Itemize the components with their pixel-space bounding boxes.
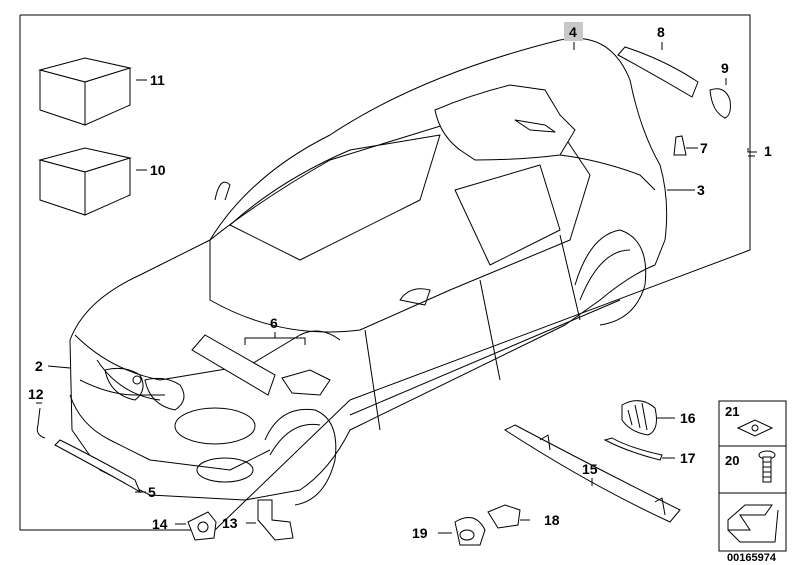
part-front-spoiler-lip	[54, 439, 142, 494]
callout-6: 6	[270, 315, 278, 331]
part-rear-trim-strip	[617, 46, 699, 98]
callout-9: 9	[721, 60, 729, 76]
callout-labels: 1 2 3 4 5 6 7 8 9 10 11 12 13 14 15 16 1…	[28, 24, 777, 564]
callout-12: 12	[28, 386, 44, 402]
callout-3: 3	[697, 182, 705, 198]
hardware-panel	[718, 400, 787, 552]
callout-21: 21	[725, 404, 739, 419]
label-8-background	[648, 22, 673, 41]
callout-11: 11	[150, 72, 165, 88]
callout-18: 18	[544, 512, 560, 528]
part-box-11	[38, 57, 132, 126]
callout-19: 19	[412, 525, 428, 541]
part-fog-cover	[454, 517, 486, 546]
part-bracket-13	[257, 499, 294, 541]
callout-2: 2	[35, 358, 43, 374]
callout-dashes	[677, 147, 755, 191]
callout-7: 7	[700, 140, 708, 156]
callout-10: 10	[150, 162, 166, 178]
part-clip	[673, 135, 687, 156]
label-4-highlight	[564, 22, 583, 41]
callout-8: 8	[657, 24, 665, 40]
part-bumper-carrier	[503, 424, 681, 523]
part-horn-14	[187, 511, 217, 541]
part-fog-bracket	[487, 504, 521, 529]
part-kidney-grille	[621, 400, 657, 436]
callout-15: 15	[582, 461, 598, 477]
car-body	[69, 37, 668, 506]
part-rear-apron	[559, 154, 656, 191]
callout-17: 17	[680, 450, 696, 466]
callout-16: 16	[680, 410, 696, 426]
part-rear-spoiler	[434, 84, 576, 161]
part-box-10	[38, 147, 132, 216]
callout-4: 4	[569, 24, 577, 40]
callout-5: 5	[148, 484, 156, 500]
callout-1: 1	[764, 143, 772, 159]
part-hose	[36, 407, 46, 439]
part-grille-strip	[603, 437, 663, 461]
callout-13: 13	[222, 515, 238, 531]
part-small-cover	[709, 88, 731, 119]
part-air-duct	[191, 334, 331, 396]
callout-20: 20	[725, 453, 739, 468]
diagram-code: 00165974	[727, 552, 777, 564]
callout-14: 14	[152, 516, 168, 532]
assembly-frame	[19, 14, 751, 531]
